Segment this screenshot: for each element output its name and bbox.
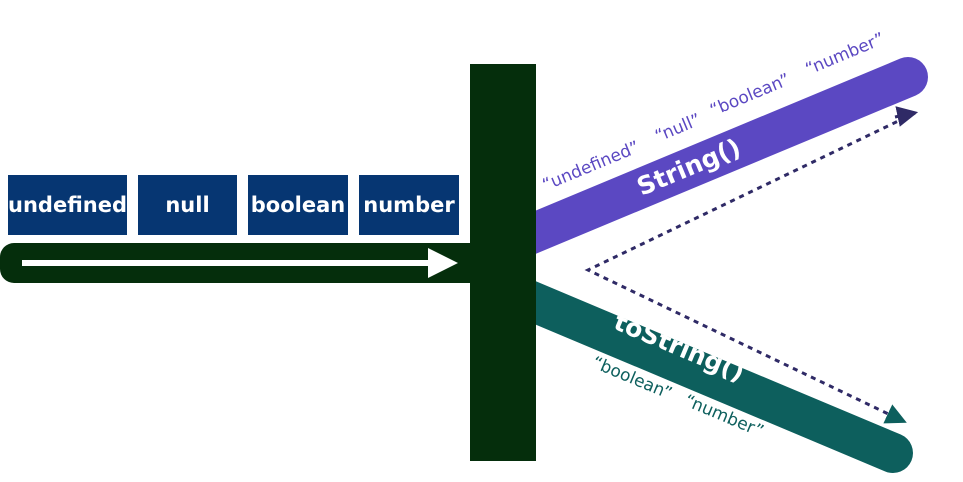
string-dashed-arrowhead [894, 106, 919, 127]
string-dashed-path [584, 111, 916, 423]
type-box-null: null [138, 175, 237, 235]
type-label-undefined: undefined [8, 193, 127, 217]
tostring-dashed-arrowhead [883, 404, 907, 424]
type-box-bg [248, 175, 348, 235]
type-label-null: null [165, 193, 209, 217]
type-box-bg [138, 175, 237, 235]
string-output-null: “null” [652, 110, 704, 147]
string-method-band [485, 57, 928, 265]
type-label-boolean: boolean [251, 193, 345, 217]
type-box-number: number [359, 175, 459, 235]
type-box-undefined: undefined [8, 175, 127, 235]
conversion-junction-bar [470, 64, 536, 461]
type-box-bg [359, 175, 459, 235]
tostring-method-band [485, 270, 913, 473]
type-label-number: number [363, 193, 455, 217]
input-type-boxes: undefined null boolean number [8, 175, 459, 235]
type-box-bg [8, 175, 127, 235]
type-box-boolean: boolean [248, 175, 348, 235]
